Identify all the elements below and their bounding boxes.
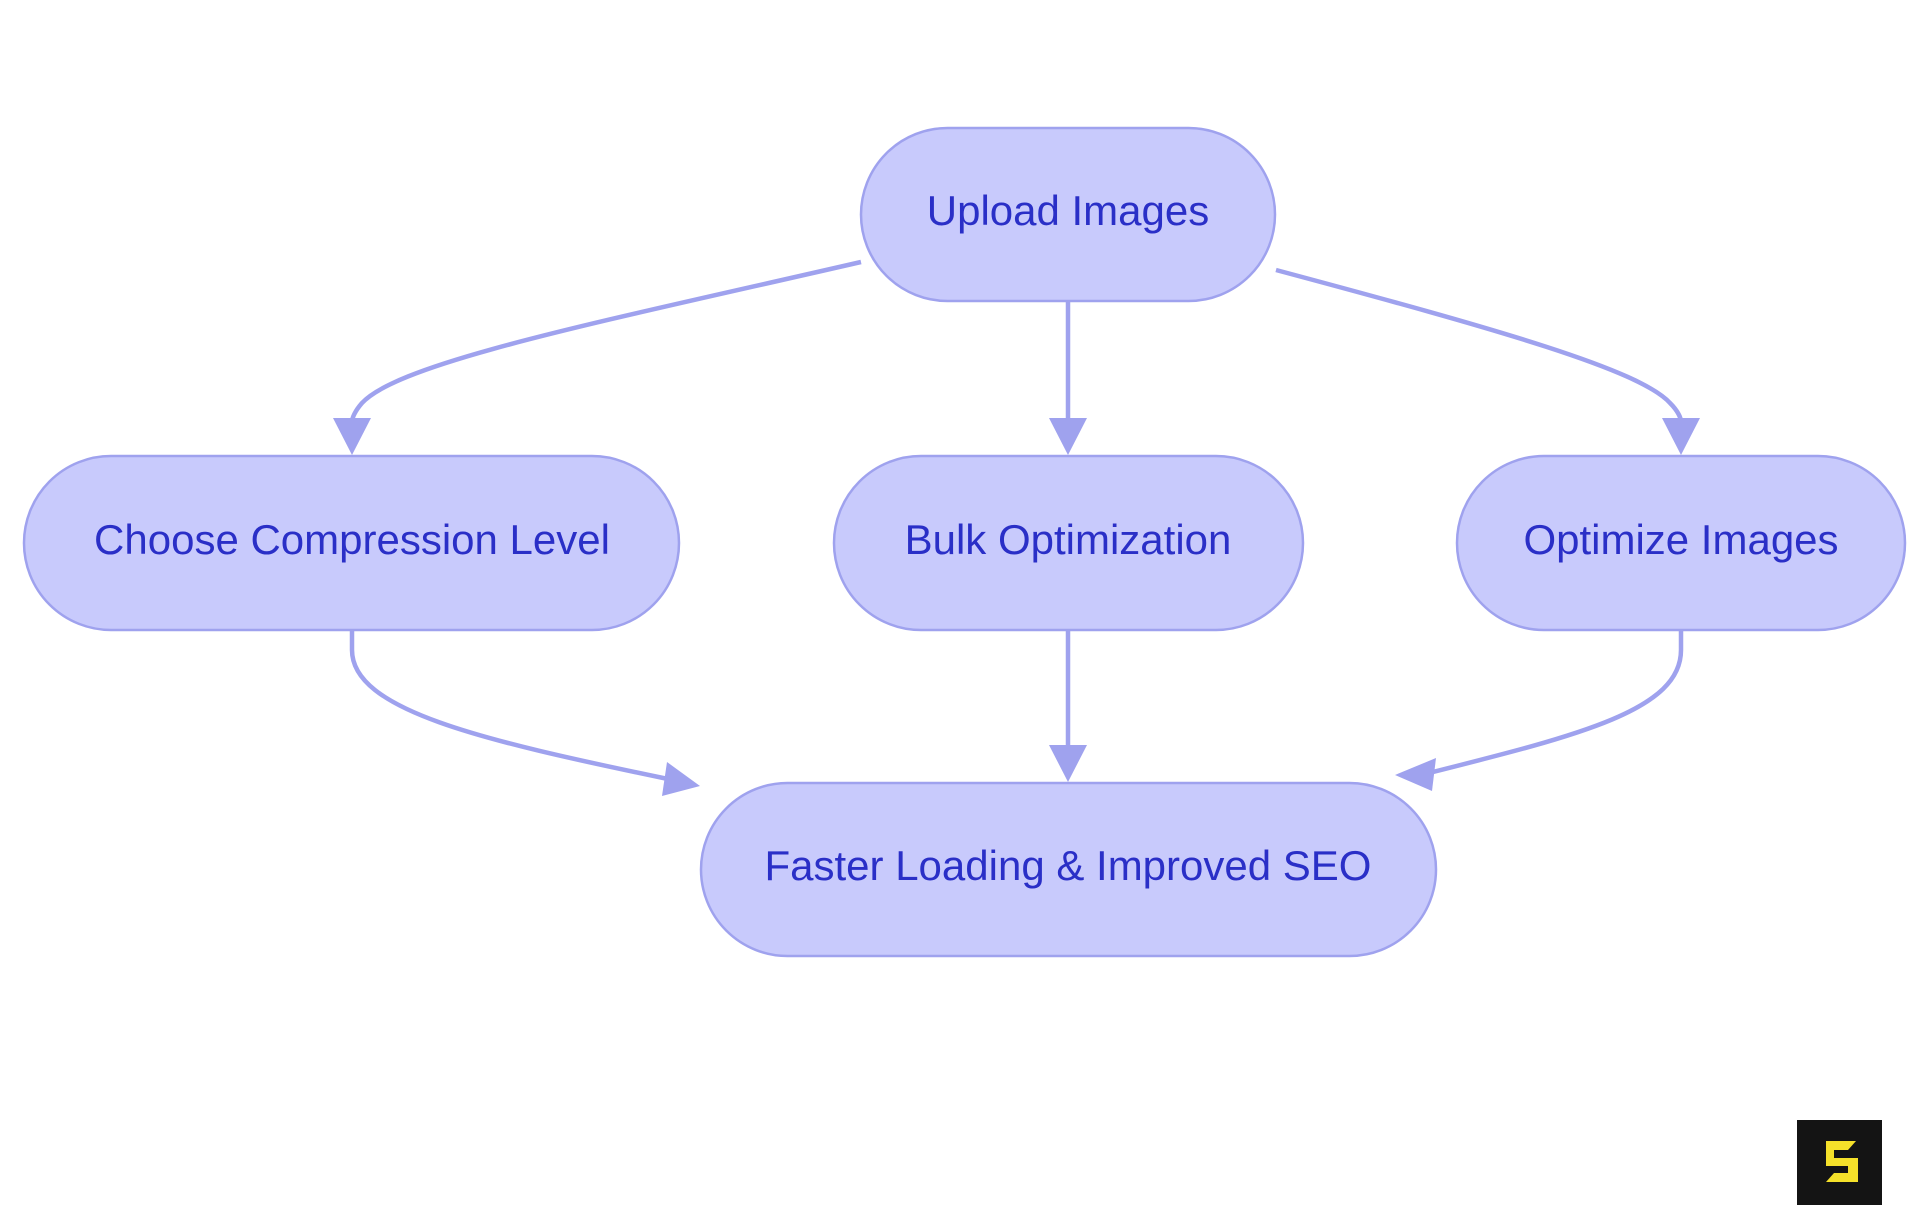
s-brand-logo-icon	[1797, 1120, 1882, 1205]
node-faster-loading-improved-seo: Faster Loading & Improved SEO	[699, 781, 1438, 958]
edge-compression-to-result	[349, 630, 669, 782]
edge-upload-to-compression	[349, 259, 862, 423]
node-shape	[859, 126, 1277, 303]
edge-optimize-to-result	[1424, 630, 1684, 777]
node-label: Upload Images	[927, 187, 1210, 234]
node-label: Optimize Images	[1523, 516, 1838, 563]
arrowhead-upload-to-optimize	[1662, 418, 1700, 455]
arrowhead-compression-to-result	[662, 762, 700, 796]
arrowhead-upload-to-bulk	[1049, 418, 1087, 455]
node-optimize-images: Optimize Images	[1455, 454, 1907, 632]
node-upload-images: Upload Images	[859, 126, 1277, 303]
arrowhead-upload-to-compression	[333, 418, 371, 455]
logo-mark	[1826, 1141, 1858, 1182]
arrowhead-optimize-to-result	[1395, 758, 1436, 791]
node-bulk-optimization: Bulk Optimization	[832, 454, 1305, 632]
node-label: Choose Compression Level	[94, 516, 610, 563]
node-label: Bulk Optimization	[905, 516, 1232, 563]
node-label: Faster Loading & Improved SEO	[765, 842, 1372, 889]
edge-upload-to-optimize	[1275, 267, 1684, 423]
node-choose-compression-level: Choose Compression Level	[22, 454, 681, 632]
arrowhead-bulk-to-result	[1049, 745, 1087, 782]
node-shape	[832, 454, 1305, 632]
edges	[333, 259, 1700, 796]
node-shape	[699, 781, 1438, 958]
node-shape	[22, 454, 681, 632]
node-shape	[1455, 454, 1907, 632]
